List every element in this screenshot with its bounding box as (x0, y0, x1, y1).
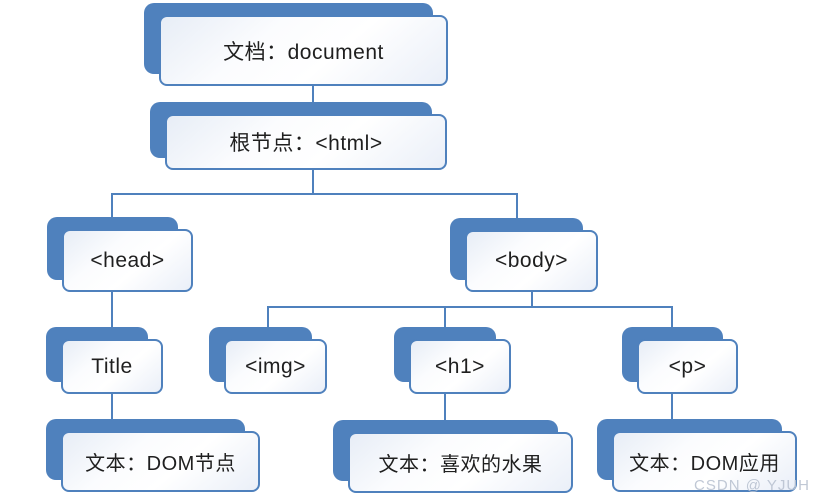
node-img: <img> (209, 327, 327, 394)
node-html-root-label: 根节点：<html> (229, 132, 383, 155)
node-body-box: <body> (465, 230, 598, 292)
node-text-dom-app-label: 文本：DOM应用 (629, 453, 780, 475)
node-body-label: <body> (494, 249, 569, 272)
node-body: <body> (450, 218, 598, 292)
node-document-box: 文档：document (159, 15, 448, 86)
node-text-fruit: 文本：喜欢的水果 (333, 420, 573, 493)
node-title: Title (46, 327, 163, 394)
node-document: 文档：document (144, 3, 448, 86)
node-p-box: <p> (637, 339, 738, 394)
node-title-box: Title (61, 339, 163, 394)
node-h1-box: <h1> (409, 339, 511, 394)
node-h1-label: <h1> (435, 354, 485, 378)
node-text-dom-node-box: 文本：DOM节点 (61, 431, 260, 492)
node-text-dom-node: 文本：DOM节点 (46, 419, 260, 492)
node-p: <p> (622, 327, 738, 394)
node-title-label: Title (91, 354, 133, 378)
node-text-dom-app: 文本：DOM应用 (597, 419, 797, 492)
node-head-box: <head> (62, 229, 193, 292)
node-text-dom-node-label: 文本：DOM节点 (85, 453, 236, 475)
node-h1: <h1> (394, 327, 511, 394)
node-html-root-box: 根节点：<html> (165, 114, 447, 170)
node-text-fruit-label: 文本：喜欢的水果 (378, 454, 543, 476)
node-img-label: <img> (245, 354, 306, 378)
node-text-fruit-box: 文本：喜欢的水果 (348, 432, 573, 493)
node-head-label: <head> (90, 248, 165, 272)
csdn-watermark: CSDN @ YJUH (694, 477, 810, 494)
node-text-dom-app-box: 文本：DOM应用 (612, 431, 797, 492)
node-img-box: <img> (224, 339, 327, 394)
node-head: <head> (47, 217, 193, 292)
node-html-root: 根节点：<html> (150, 102, 447, 170)
node-p-label: <p> (668, 354, 707, 378)
node-document-label: 文档：document (223, 40, 384, 64)
